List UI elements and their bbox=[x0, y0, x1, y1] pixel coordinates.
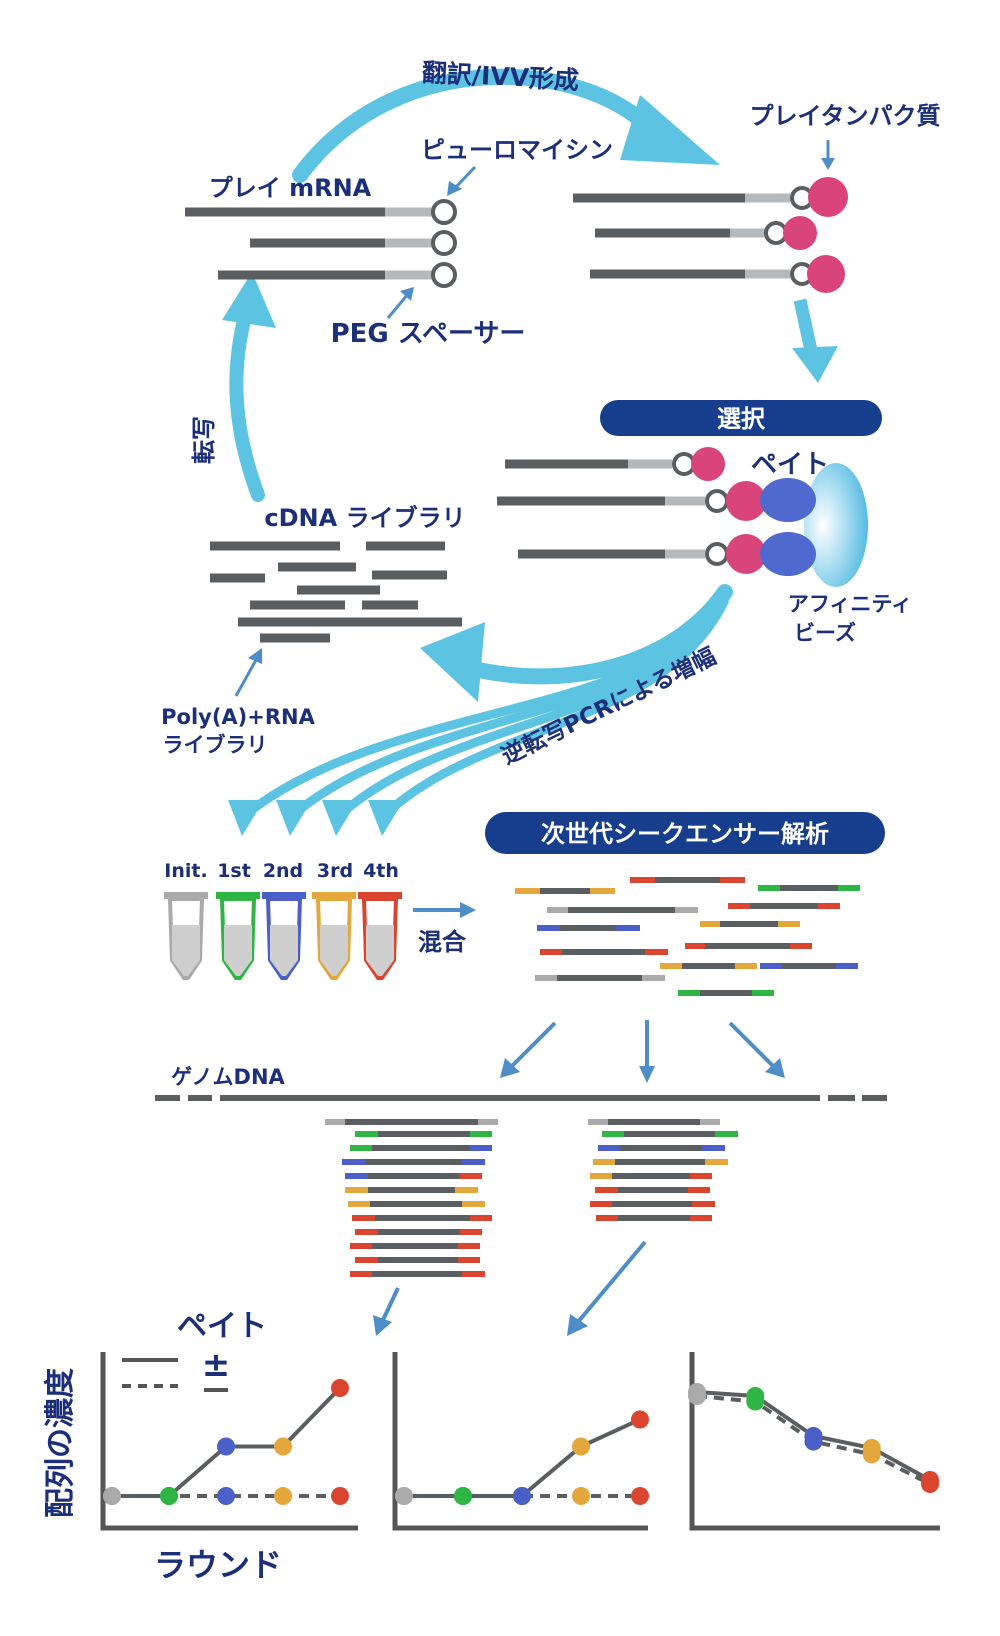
chart-marks bbox=[103, 1379, 939, 1505]
chart1-point-solid-3 bbox=[274, 1437, 292, 1456]
puromycin-label: ピューロマイシン bbox=[421, 136, 613, 164]
chart2-point-solid-0 bbox=[395, 1487, 413, 1505]
chart-axes bbox=[100, 1352, 940, 1531]
puromycin-pointer bbox=[447, 165, 477, 196]
mix-arrow bbox=[413, 902, 476, 918]
tube-1st bbox=[216, 892, 260, 980]
selection-strands bbox=[497, 447, 868, 587]
chart3-point-solid-2 bbox=[804, 1427, 823, 1445]
chart2-series-solid bbox=[404, 1417, 641, 1498]
chart1-point-solid-2 bbox=[217, 1437, 235, 1456]
prey-protein-label: プレイタンパク質 bbox=[749, 102, 940, 130]
ngs-reads bbox=[515, 877, 860, 996]
read-stack-right bbox=[588, 1119, 738, 1221]
tube-label-2nd: 2nd bbox=[263, 860, 303, 882]
polya-label-2: ライブラリ bbox=[163, 733, 268, 757]
y-axis-label: 配列の濃度 bbox=[43, 1368, 78, 1518]
cdna-library-fragments bbox=[210, 541, 462, 643]
x-axis-label: ラウンド bbox=[154, 1546, 282, 1584]
tubes bbox=[164, 892, 402, 980]
genomic-dna-label: ゲノムDNA bbox=[171, 1065, 285, 1089]
chart3-point-solid-0 bbox=[688, 1383, 706, 1401]
tube-label-1st: 1st bbox=[217, 860, 251, 882]
affinity-beads-label-2: ビーズ bbox=[794, 621, 856, 645]
cdna-library-label: cDNA ライブラリ bbox=[264, 504, 465, 532]
legend-bait-label: ペイト bbox=[177, 1309, 267, 1344]
chart2-point-dashed-3 bbox=[572, 1487, 590, 1505]
chart2-point-solid-2 bbox=[513, 1487, 531, 1505]
ngs-label: 次世代シークエンサー解析 bbox=[541, 820, 829, 848]
prey-protein-group bbox=[573, 177, 848, 293]
translation-arrow bbox=[292, 68, 720, 183]
peg-pointer bbox=[386, 287, 414, 319]
tube-4th bbox=[358, 892, 402, 980]
prey-mrna-group bbox=[185, 199, 457, 288]
chart1-point-solid-4 bbox=[331, 1379, 349, 1397]
chart3-series-dashed bbox=[696, 1394, 931, 1486]
tube-2nd bbox=[262, 892, 306, 980]
chart1-point-dashed-2 bbox=[217, 1487, 235, 1505]
mix-label: 混合 bbox=[418, 928, 467, 956]
chart1-point-dashed-3 bbox=[274, 1487, 292, 1505]
chart3-point-solid-1 bbox=[746, 1387, 765, 1405]
chart1-point-dashed-4 bbox=[331, 1487, 349, 1505]
chart1-point-solid-1 bbox=[160, 1487, 178, 1505]
chart1-point-solid-0 bbox=[103, 1487, 121, 1505]
bait-label: ペイト bbox=[751, 450, 829, 480]
chart2-point-solid-3 bbox=[572, 1437, 590, 1456]
selection-label: 選択 bbox=[717, 405, 766, 433]
chart2-point-solid-1 bbox=[454, 1487, 472, 1505]
ngs-pill bbox=[485, 812, 885, 854]
prey-mrna-label: プレイ mRNA bbox=[209, 174, 372, 202]
peg-spacer-label: PEG スペーサー bbox=[331, 319, 526, 349]
polya-pointer bbox=[234, 648, 262, 697]
chart2-point-dashed-4 bbox=[631, 1487, 649, 1505]
mapping-arrows bbox=[500, 1020, 785, 1083]
affinity-bead bbox=[804, 463, 868, 587]
down-arrow-to-selection bbox=[792, 298, 838, 383]
legend-lines bbox=[122, 1358, 228, 1392]
tube-init bbox=[164, 892, 208, 980]
prey-protein-pointer bbox=[821, 140, 835, 170]
chart-arrows bbox=[373, 1240, 647, 1336]
tube-label-init: Init. bbox=[164, 860, 207, 882]
polya-label-1: Poly(A)+RNA bbox=[161, 705, 315, 729]
legend-pm-label: ± bbox=[202, 1345, 231, 1385]
transcription-label: 転写 bbox=[190, 416, 218, 464]
chart3-point-solid-3 bbox=[862, 1439, 881, 1457]
read-stack-left bbox=[325, 1119, 498, 1277]
chart2-point-solid-4 bbox=[631, 1410, 649, 1429]
affinity-beads-label-1: アフィニティ bbox=[788, 592, 912, 616]
tube-label-3rd: 3rd bbox=[317, 860, 353, 882]
rt-pcr-arrow bbox=[228, 584, 733, 836]
chart3-point-solid-4 bbox=[921, 1471, 939, 1489]
tube-3rd bbox=[312, 892, 356, 980]
transcription-arrow bbox=[222, 272, 276, 502]
tube-label-4th: 4th bbox=[363, 860, 399, 882]
selection-pill bbox=[600, 400, 882, 436]
